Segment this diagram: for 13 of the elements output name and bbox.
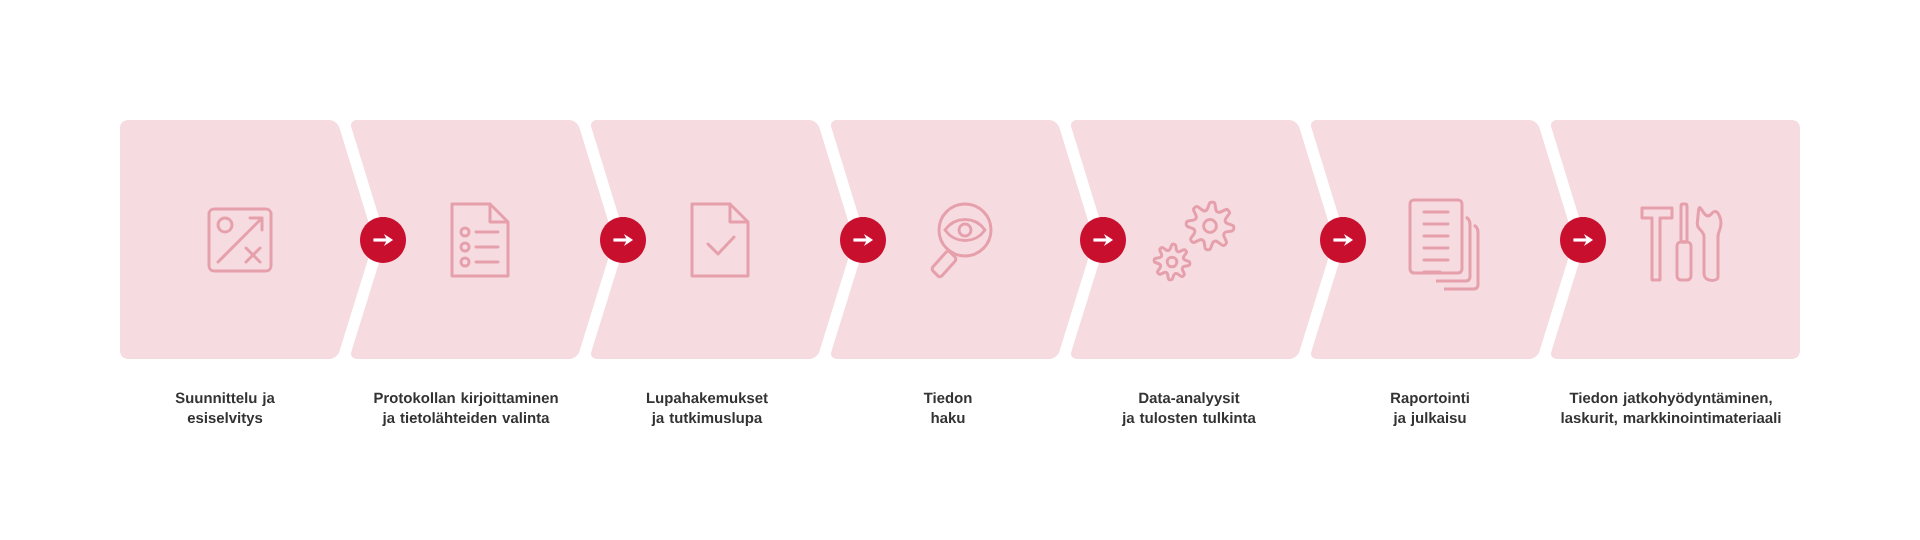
arrow [1560, 217, 1606, 263]
arrow [360, 217, 406, 263]
arrow [1320, 217, 1366, 263]
step-label: Tiedon haku [923, 392, 972, 424]
step-label: Data-analyysit ja tulosten tulkinta [1121, 392, 1256, 427]
step-label: Lupahakemukset ja tutkimuslupa [646, 392, 768, 427]
step-label: Raportointi ja julkaisu [1391, 392, 1469, 427]
arrow [600, 217, 646, 263]
step-label: Tiedon jatkohyödyntäminen, laskurit, markkinointimateriaali [1561, 392, 1781, 426]
step-label: Suunnittelu ja esiselvitys [175, 392, 275, 427]
step-label: Protokollan kirjoittaminen ja tietolähteiden valinta [374, 392, 558, 427]
arrow [840, 217, 886, 263]
arrow [1080, 217, 1126, 263]
